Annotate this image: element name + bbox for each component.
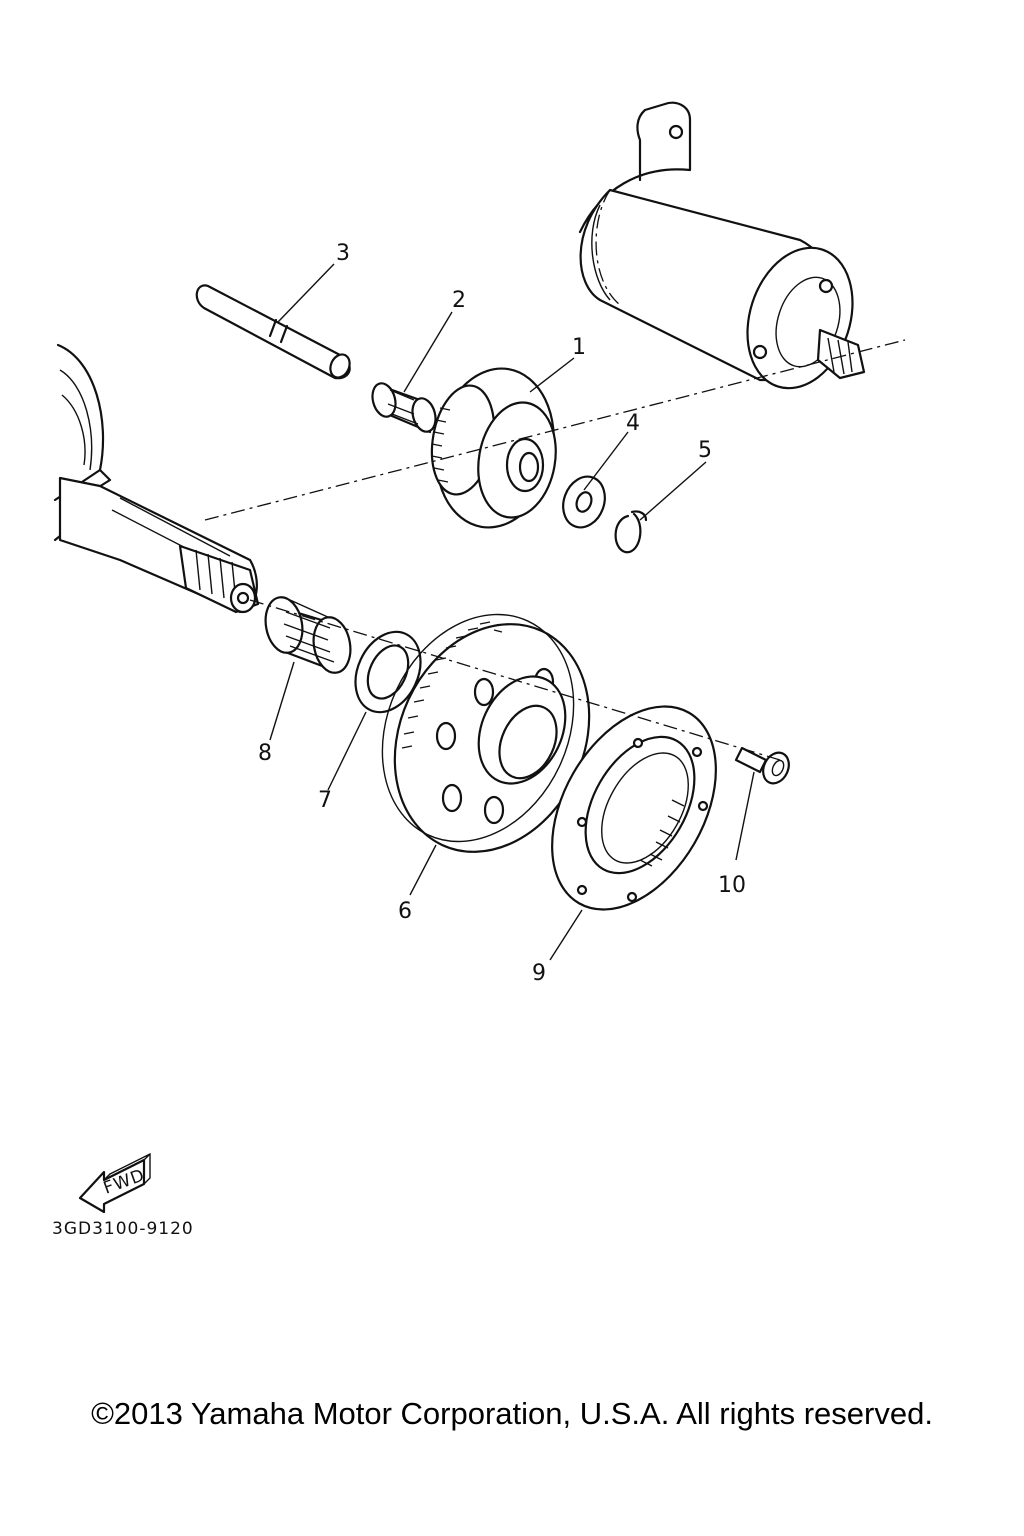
shaft [195,284,351,380]
diagram-code: 3GD3100-9120 [52,1219,194,1239]
fwd-arrow-icon: FWD [78,1152,151,1214]
starter-clutch [551,705,717,911]
bolt [734,746,790,785]
needle-bearing-large [264,596,352,674]
idle-gear [430,367,557,529]
callout-10: 10 [718,873,746,898]
callout-4: 4 [626,411,640,436]
crankshaft [53,343,260,614]
starter-motor [578,101,866,390]
callout-5: 5 [698,438,712,463]
callout-9: 9 [532,961,546,986]
needle-bearing-small [371,382,437,434]
copyright-notice: ©2013 Yamaha Motor Corporation, U.S.A. A… [91,1396,933,1431]
callout-6: 6 [398,899,412,924]
callout-numbers: 1 2 3 4 5 6 7 8 9 10 [258,241,746,986]
circlip [614,510,648,554]
callout-3: 3 [336,241,350,266]
assembly-centerline [204,339,906,761]
callout-8: 8 [258,741,272,766]
callout-1: 1 [572,335,586,360]
washer [562,475,606,529]
callout-7: 7 [318,788,332,813]
leader-lines [269,263,755,961]
callout-2: 2 [452,288,466,313]
starter-wheel-gear [381,613,591,853]
